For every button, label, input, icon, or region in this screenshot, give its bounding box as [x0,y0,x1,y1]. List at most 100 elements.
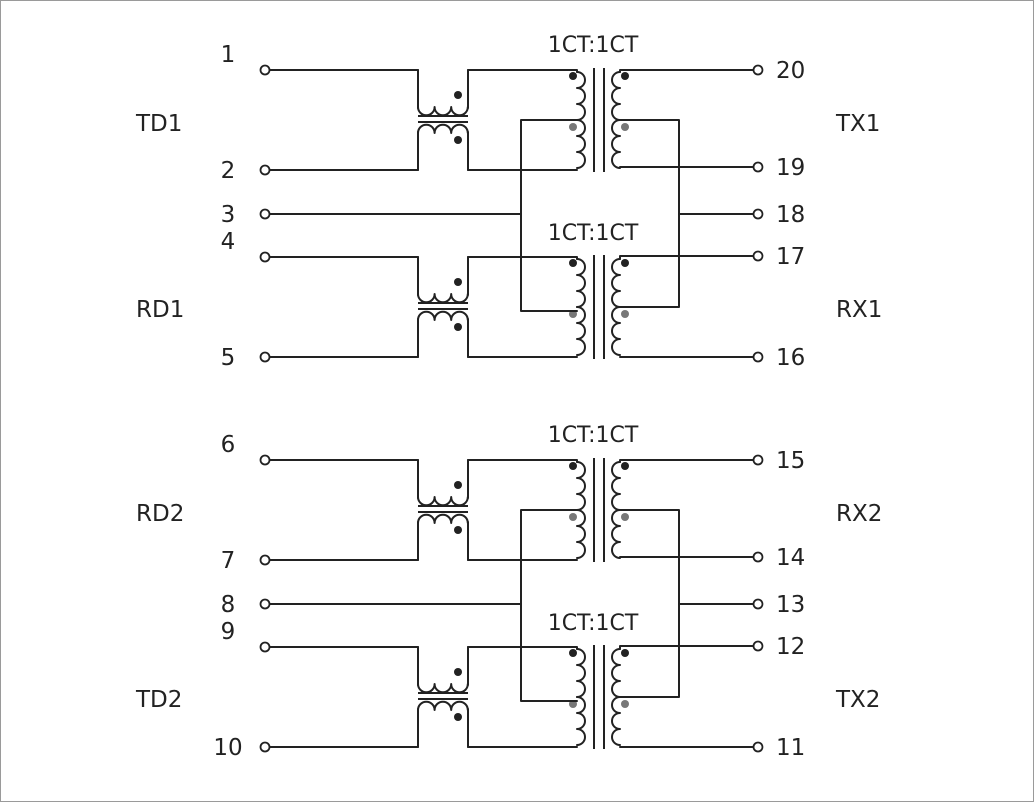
wire [619,459,754,463]
pin-terminal [259,164,271,176]
pin-number: 19 [776,155,805,181]
pin-terminal [752,454,764,466]
center-tap-wire [619,509,680,698]
upper-xfmr-dot [621,462,629,470]
lower-choke-coil-bottom [417,310,469,321]
signal-label: RX1 [836,297,882,323]
pin-number: 1 [221,42,236,68]
signal-label: RX2 [836,501,882,527]
pin-terminal [259,741,271,753]
pin-number: 11 [776,735,805,761]
pin-number: 17 [776,244,805,270]
lower-xfmr-primary-coil [576,648,586,698]
pin-terminal [752,551,764,563]
pin-terminal [752,351,764,363]
turns-ratio-label: 1CT:1CT [548,423,639,448]
upper-xfmr-dot [569,72,577,80]
upper-choke-coil-top [417,496,469,507]
pin-number: 12 [776,634,805,660]
wire [467,646,578,650]
upper-choke-coil-bottom [417,123,469,134]
lower-xfmr-secondary-coil [611,696,621,746]
center-tap-wire [520,119,578,312]
pin-number: 14 [776,545,805,571]
upper-xfmr-secondary-coil [611,461,621,511]
pin-terminal [752,640,764,652]
pin-number: 3 [221,202,236,228]
turns-ratio-label: 1CT:1CT [548,611,639,636]
lower-xfmr-dot [621,259,629,267]
pin-terminal [752,64,764,76]
pin-number: 18 [776,202,805,228]
upper-xfmr-primary-coil [576,509,586,559]
lower-choke-dot [454,323,462,331]
pin-number: 8 [221,592,236,618]
lower-xfmr-primary-coil [576,306,586,356]
pin-number: 2 [221,158,236,184]
lower-choke-coil-top [417,293,469,304]
pin-number: 9 [221,619,236,645]
pin-number: 13 [776,592,805,618]
upper-choke-dot [454,526,462,534]
pin-terminal [259,351,271,363]
lower-choke-coil-top [417,683,469,694]
center-tap-wire [619,119,680,308]
pin-terminal [752,208,764,220]
signal-label: RD2 [136,501,184,527]
pin-number: 6 [221,432,236,458]
pin-number: 7 [221,548,236,574]
wire [467,69,578,73]
upper-choke-coil-bottom [417,513,469,524]
pin-terminal [752,161,764,173]
upper-xfmr-secondary-coil [611,509,621,559]
upper-xfmr-primary-coil [576,461,586,511]
lower-xfmr-secondary-coil [611,306,621,356]
turns-ratio-label: 1CT:1CT [548,33,639,58]
upper-choke-dot [454,91,462,99]
upper-xfmr-dot [569,462,577,470]
lower-xfmr-dot [621,310,629,318]
wire [619,255,754,260]
turns-ratio-label: 1CT:1CT [548,221,639,246]
lower-xfmr-dot [621,649,629,657]
upper-choke-dot [454,481,462,489]
pin-number: 15 [776,448,805,474]
pin-number: 16 [776,345,805,371]
upper-choke-coil-top [417,106,469,117]
lower-choke-dot [454,713,462,721]
lower-xfmr-dot [569,259,577,267]
upper-choke-dot [454,136,462,144]
signal-label: TX1 [835,111,880,137]
center-tap-wire [520,509,578,702]
signal-label: RD1 [136,297,184,323]
wire [467,256,578,260]
pin-number: 4 [221,229,236,255]
lower-xfmr-primary-coil [576,258,586,308]
signal-label: TD2 [135,687,182,713]
pin-terminal [259,208,271,220]
upper-xfmr-dot [569,123,577,131]
pin-number: 5 [221,345,236,371]
lower-xfmr-dot [621,700,629,708]
lower-xfmr-dot [569,649,577,657]
pin-terminal [752,741,764,753]
upper-xfmr-dot [621,513,629,521]
upper-xfmr-primary-coil [576,119,586,169]
wire [619,69,754,73]
signal-label: TX2 [835,687,880,713]
pin-number: 20 [776,58,805,84]
lower-xfmr-secondary-coil [611,258,621,308]
upper-xfmr-dot [621,72,629,80]
pin-terminal [259,454,271,466]
pin-terminal [259,554,271,566]
pin-number: 10 [213,735,242,761]
pin-terminal [259,641,271,653]
upper-xfmr-dot [621,123,629,131]
signal-label: TD1 [135,111,182,137]
upper-xfmr-primary-coil [576,71,586,121]
pin-terminal [259,251,271,263]
upper-xfmr-dot [569,513,577,521]
